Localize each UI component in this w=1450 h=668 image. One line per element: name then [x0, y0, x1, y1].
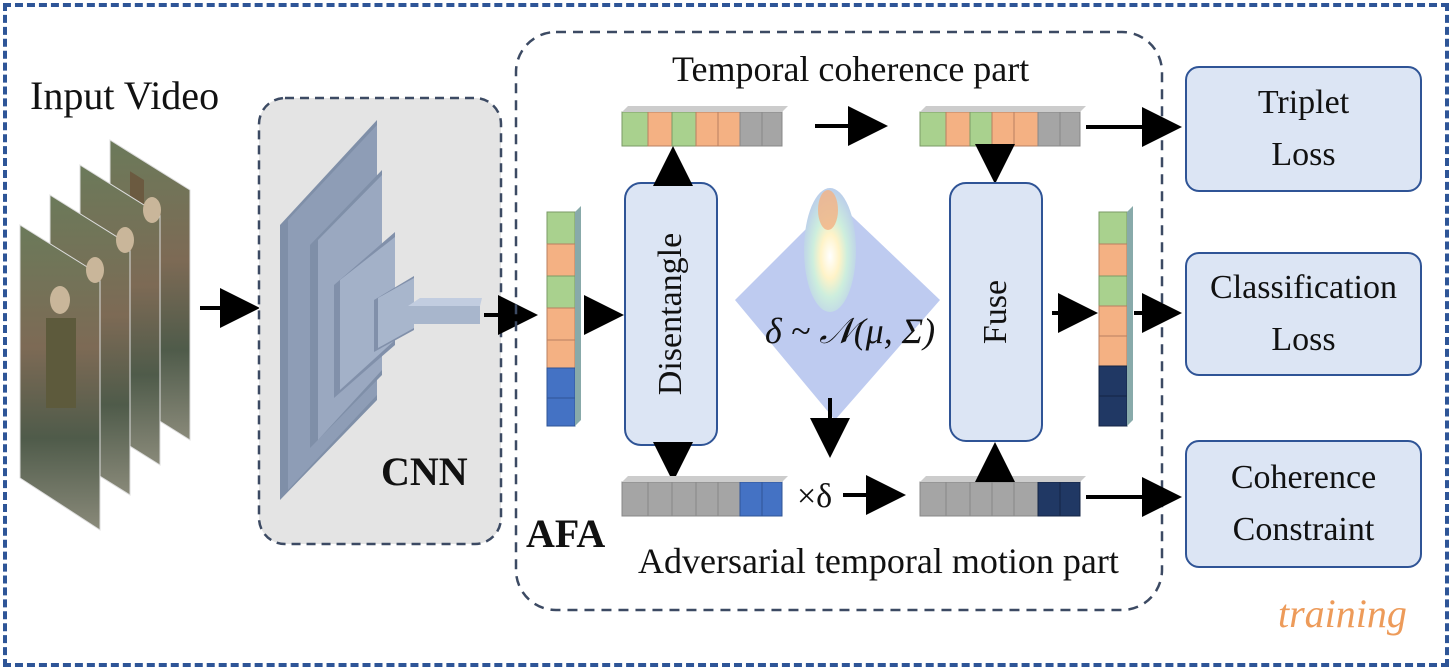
coherence-constraint-box: Coherence Constraint: [1185, 440, 1422, 568]
triplet-loss-line-1: Triplet: [1257, 84, 1350, 121]
triplet-loss-box: Triplet Loss: [1185, 66, 1422, 192]
input-video-frames: [19, 139, 191, 531]
adversarial-motion-label: Adversarial temporal motion part: [638, 541, 1119, 581]
adversarial-motion-vector: [919, 476, 1086, 517]
afa-label: AFA: [526, 511, 606, 556]
gaussian-formula: δ ~ 𝒩(μ, Σ): [765, 311, 936, 351]
motion-feature-vector: [621, 476, 788, 517]
gaussian-distribution-graphic: [735, 188, 940, 420]
coherence-output-vector: [919, 106, 1086, 147]
input-video-label: Input Video: [30, 73, 220, 118]
fused-output-vector: [1098, 206, 1133, 427]
coherence-constraint-line-2: Constraint: [1232, 511, 1375, 548]
triplet-loss-line-2: Loss: [1271, 136, 1336, 173]
temporal-coherence-label: Temporal coherence part: [672, 49, 1030, 89]
classification-loss-line-2: Loss: [1271, 321, 1336, 358]
times-delta-label: ×δ: [797, 478, 833, 515]
cnn-layers-graphic: [280, 120, 482, 500]
classification-loss-line-1: Classification: [1210, 269, 1397, 306]
cnn-label: CNN: [381, 449, 468, 494]
fuse-block: [949, 182, 1043, 442]
training-label: training: [1278, 591, 1407, 636]
afa-input-feature-vector: [546, 206, 581, 427]
fuse-label: Fuse: [977, 279, 1014, 345]
disentangle-label: Disentangle: [652, 232, 689, 396]
coherence-constraint-line-1: Coherence: [1230, 459, 1377, 496]
coherence-feature-vector: [621, 106, 788, 147]
classification-loss-box: Classification Loss: [1185, 252, 1422, 376]
